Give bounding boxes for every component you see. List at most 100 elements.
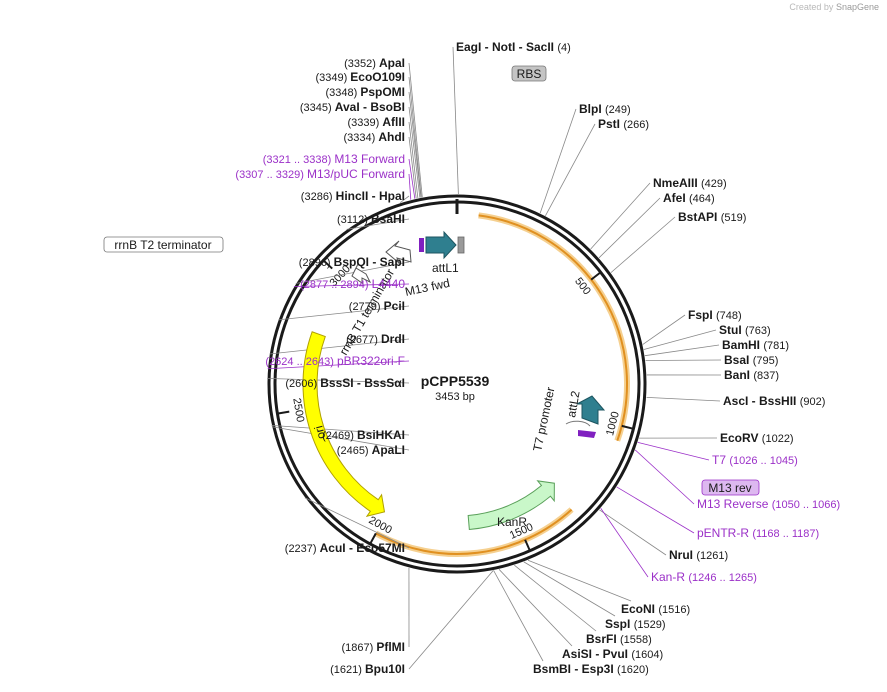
enzyme-labels-right: EagI - NotI - SacII (4) BlpI (249)PstI (2…	[456, 40, 840, 676]
enzyme-site-ecoo109i[interactable]: (3349) EcoO109I	[315, 70, 405, 84]
t7-bar	[578, 430, 596, 438]
tick-label: 1000	[604, 410, 622, 437]
enzyme-site-ahdi[interactable]: (3334) AhdI	[343, 130, 405, 144]
enzyme-site-blpi[interactable]: BlpI (249)	[579, 102, 631, 116]
rrnb-t2-arrow[interactable]	[351, 263, 372, 284]
enzyme-label: EcoRV (1022)	[720, 431, 794, 445]
enzyme-site-eagi-noti-sacii[interactable]: EagI - NotI - SacII (4)	[456, 40, 571, 54]
m13-rev-box-label: M13 rev	[708, 481, 751, 495]
enzyme-pos: (3112)	[337, 214, 371, 226]
enzyme-name: L4440	[372, 277, 406, 291]
rrnb-t1-arrow[interactable]	[385, 240, 412, 264]
enzyme-site-acui-eco57mi[interactable]: (2237) AcuI - Eco57MI	[285, 541, 405, 555]
enzyme-site-econi[interactable]: EcoNI (1516)	[621, 602, 690, 616]
enzyme-pos: (1620)	[617, 664, 649, 676]
leader-line	[408, 570, 494, 670]
enzyme-site-fspi[interactable]: FspI (748)	[688, 308, 742, 322]
enzyme-pos: (2896)	[299, 257, 334, 269]
enzyme-site-asisi-pvui[interactable]: AsiSI - PvuI (1604)	[562, 647, 663, 661]
enzyme-site-l4440[interactable]: (2877 .. 2894) L4440	[300, 277, 405, 291]
enzyme-label: BamHI (781)	[722, 338, 789, 352]
attl2-label: attL2	[564, 389, 582, 418]
enzyme-label: NruI (1261)	[669, 548, 728, 562]
t7-promoter-arrow[interactable]	[565, 420, 591, 427]
leader-line	[644, 344, 720, 357]
enzyme-name: AscI - BssHII	[723, 394, 800, 408]
enzyme-pos: (4)	[557, 42, 570, 54]
m13-rev-box[interactable]: M13 rev	[701, 479, 760, 496]
enzyme-name: EcoO109I	[350, 70, 405, 84]
rbs-box[interactable]: RBS	[511, 65, 547, 82]
enzyme-site-ecorv[interactable]: EcoRV (1022)	[720, 431, 794, 445]
leader-lines	[267, 46, 722, 670]
rrnb-t2-box[interactable]: rrnB T2 terminator	[103, 236, 224, 253]
leader-line	[527, 559, 632, 602]
enzyme-site-pflmi[interactable]: (1867) PflMI	[341, 640, 405, 654]
enzyme-pos: (1604)	[631, 649, 663, 661]
enzyme-site-afei[interactable]: AfeI (464)	[663, 191, 715, 205]
enzyme-site-bsihkai[interactable]: (2469) BsiHKAI	[322, 428, 405, 442]
enzyme-site-stui[interactable]: StuI (763)	[719, 323, 771, 337]
enzyme-name: BsaHI	[371, 212, 405, 226]
enzyme-site-bstapi[interactable]: BstAPI (519)	[678, 210, 746, 224]
enzyme-site-aflii[interactable]: (3339) AflII	[347, 115, 405, 129]
enzyme-site-hincii-hpai[interactable]: (3286) HincII - HpaI	[301, 189, 405, 203]
enzyme-site-pcii[interactable]: (2779) PciI	[349, 299, 405, 313]
enzyme-name: BstAPI	[678, 210, 721, 224]
enzyme-label: (2237) AcuI - Eco57MI	[285, 541, 405, 555]
leader-line	[539, 108, 577, 214]
enzyme-site-bsssi-bsss-i[interactable]: (2606) BssSI - BssSαI	[285, 376, 405, 390]
enzyme-site-nrui[interactable]: NruI (1261)	[669, 548, 728, 562]
plasmid-length: 3453 bp	[435, 391, 475, 403]
enzyme-site-apali[interactable]: (2465) ApaLI	[337, 443, 405, 457]
leader-line	[269, 338, 410, 355]
enzyme-site-avai-bsobi[interactable]: (3345) AvaI - BsoBI	[300, 100, 405, 114]
enzyme-site-kan-r[interactable]: Kan-R (1246 .. 1265)	[651, 570, 757, 584]
enzyme-pos: (1261)	[696, 550, 728, 562]
enzyme-label: Kan-R (1246 .. 1265)	[651, 570, 757, 584]
enzyme-site-m13-reverse[interactable]: M13 Reverse (1050 .. 1066)	[697, 497, 840, 511]
enzyme-label: (2779) PciI	[349, 299, 405, 313]
enzyme-site-asci-bsshii[interactable]: AscI - BssHII (902)	[723, 394, 825, 408]
enzyme-name: BsaI	[724, 353, 753, 367]
enzyme-label: (3307 .. 3329) M13/pUC Forward	[235, 167, 405, 181]
enzyme-site-bspqi-sapi[interactable]: (2896) BspQI - SapI	[299, 255, 405, 269]
enzyme-site-pentr-r[interactable]: pENTR-R (1168 .. 1187)	[697, 526, 819, 540]
enzyme-label: (3348) PspOMI	[325, 85, 405, 99]
enzyme-site-psti[interactable]: PstI (266)	[598, 117, 649, 131]
enzyme-pos: (2624 .. 2643)	[265, 356, 337, 368]
enzyme-site-drdi[interactable]: (2677) DrdI	[346, 332, 405, 346]
enzyme-site-apai[interactable]: (3352) ApaI	[344, 56, 405, 70]
leader-line	[642, 314, 686, 345]
leader-line	[616, 486, 695, 534]
enzyme-pos: (3321 .. 3338)	[263, 154, 335, 166]
enzyme-site-m13-puc-forward[interactable]: (3307 .. 3329) M13/pUC Forward	[235, 167, 405, 181]
enzyme-site-t7[interactable]: T7 (1026 .. 1045)	[712, 453, 798, 467]
enzyme-site-bamhi[interactable]: BamHI (781)	[722, 338, 789, 352]
enzyme-pos: (2469)	[322, 430, 357, 442]
enzyme-site-m13-forward[interactable]: (3321 .. 3338) M13 Forward	[263, 152, 405, 166]
enzyme-label: (3321 .. 3338) M13 Forward	[263, 152, 405, 166]
ori-arrow[interactable]	[302, 331, 386, 518]
enzyme-site-nmeaiii[interactable]: NmeAIII (429)	[653, 176, 727, 190]
enzyme-site-bani[interactable]: BanI (837)	[724, 368, 779, 382]
leader-line	[598, 197, 661, 259]
m13-fwd-feature[interactable]	[419, 230, 465, 260]
enzyme-label: BanI (837)	[724, 368, 779, 382]
enzyme-name: DrdI	[381, 332, 405, 346]
enzyme-name: ApaI	[379, 56, 405, 70]
enzyme-site-bpu10i[interactable]: (1621) Bpu10I	[330, 662, 405, 676]
enzyme-name: T7	[712, 453, 729, 467]
enzyme-pos: (1558)	[620, 634, 652, 646]
enzyme-site-bsrfi[interactable]: BsrFI (1558)	[586, 632, 652, 646]
enzyme-site-pspomi[interactable]: (3348) PspOMI	[325, 85, 405, 99]
attl1-arrow[interactable]	[425, 230, 457, 260]
enzyme-site-bsmbi-esp3i[interactable]: BsmBI - Esp3I (1620)	[533, 662, 649, 676]
enzyme-site-bsai[interactable]: BsaI (795)	[724, 353, 778, 367]
enzyme-site-pbr322ori-f[interactable]: (2624 .. 2643) pBR322ori-F	[265, 354, 405, 368]
enzyme-site-sspi[interactable]: SspI (1529)	[605, 617, 665, 631]
enzyme-site-bsahi[interactable]: (3112) BsaHI	[337, 212, 405, 226]
kanr-arrow[interactable]	[467, 480, 555, 531]
leader-line	[634, 449, 695, 505]
attl2-arrow[interactable]	[576, 395, 606, 425]
